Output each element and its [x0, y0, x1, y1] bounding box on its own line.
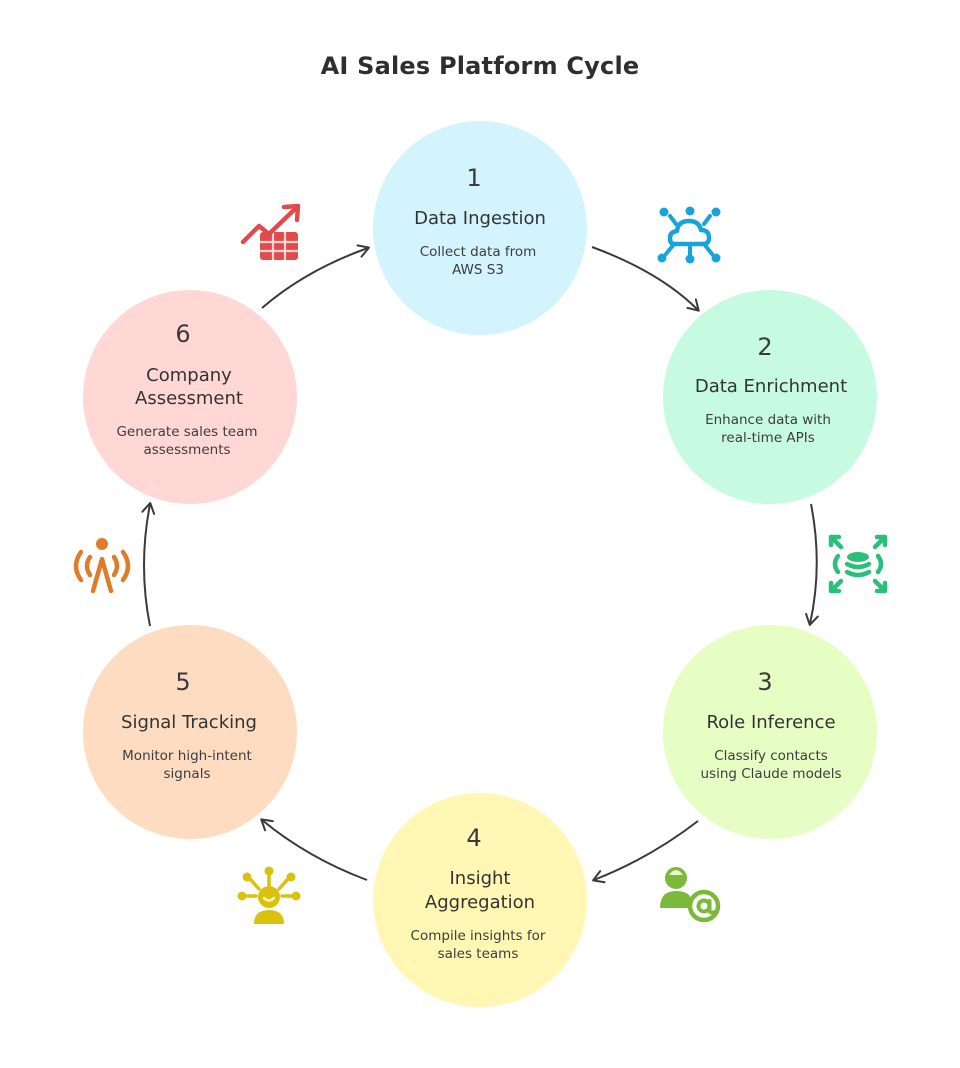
step-4-title-line-2: Aggregation: [425, 892, 535, 913]
step-6-number: 6: [175, 320, 190, 348]
step-1-description-line-1: Collect data from: [420, 244, 537, 260]
idea-person-icon: [237, 866, 301, 924]
step-2-description-line-2: real-time APIs: [721, 430, 815, 446]
step-5-title: Signal Tracking: [121, 712, 257, 733]
step-1-circle: [373, 121, 587, 335]
step-5-circle: [83, 625, 297, 839]
database-expand-icon: [828, 534, 888, 594]
step-2-description-line-1: Enhance data with: [705, 412, 831, 428]
step-3-circle: [663, 625, 877, 839]
growth-chart-icon: [240, 203, 301, 260]
step-3-description-line-2: using Claude models: [701, 766, 842, 782]
step-1-node: 1 Data Ingestion Collect data from AWS S…: [373, 121, 587, 335]
step-5-number: 5: [175, 668, 190, 696]
cloud-network-icon: [657, 206, 721, 264]
signal-person-icon: [73, 538, 131, 594]
step-6-title-line-2: Assessment: [135, 388, 243, 409]
step-1-description-line-2: AWS S3: [452, 262, 504, 278]
user-email-icon: [660, 867, 721, 923]
step-4-description-line-1: Compile insights for: [411, 928, 546, 944]
step-2-number: 2: [757, 333, 772, 361]
step-1-title: Data Ingestion: [414, 208, 546, 229]
step-2-title: Data Enrichment: [695, 376, 847, 397]
cycle-arrows: [141, 244, 819, 884]
step-2-node: 2 Data Enrichment Enhance data with real…: [663, 290, 877, 504]
step-2-circle: [663, 290, 877, 504]
step-3-title: Role Inference: [706, 712, 835, 733]
step-4-node: 4 Insight Aggregation Compile insights f…: [373, 793, 587, 1007]
arrow-1-to-2: [591, 246, 700, 312]
diagram-title: AI Sales Platform Cycle: [320, 52, 640, 80]
step-6-circle: [83, 290, 297, 504]
step-4-number: 4: [466, 824, 481, 852]
arrow-2-to-3: [805, 503, 819, 626]
step-3-description-line-1: Classify contacts: [714, 748, 828, 764]
arrow-5-to-6: [141, 502, 156, 627]
step-3-node: 3 Role Inference Classify contacts using…: [663, 625, 877, 839]
arrow-6-to-1: [261, 244, 370, 309]
step-6-title-line-1: Company: [146, 365, 232, 386]
step-4-circle: [373, 793, 587, 1007]
step-6-description-line-1: Generate sales team: [116, 424, 257, 440]
step-3-number: 3: [757, 668, 772, 696]
arrow-3-to-4: [592, 820, 699, 884]
step-1-number: 1: [466, 164, 481, 192]
arrow-4-to-5: [260, 818, 368, 881]
step-5-description-line-2: signals: [164, 766, 211, 782]
step-4-title-line-1: Insight: [450, 868, 511, 889]
step-5-description-line-1: Monitor high-intent: [122, 748, 252, 764]
step-5-node: 5 Signal Tracking Monitor high-intent si…: [83, 625, 297, 839]
step-6-node: 6 Company Assessment Generate sales team…: [83, 290, 297, 504]
step-4-description-line-2: sales teams: [438, 946, 519, 962]
step-6-description-line-2: assessments: [143, 442, 230, 458]
